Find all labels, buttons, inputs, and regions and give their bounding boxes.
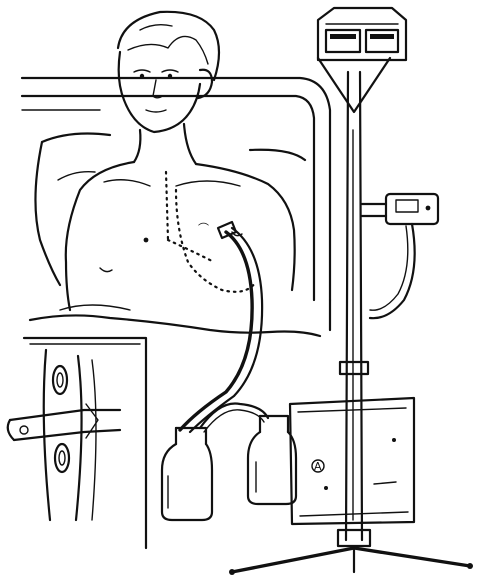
pillow	[35, 134, 305, 285]
patient-head	[118, 12, 219, 164]
drainage-stand	[229, 58, 473, 575]
suction-head-unit	[318, 8, 406, 60]
collection-bottle-left	[162, 428, 212, 520]
suction-regulator	[362, 194, 438, 318]
collection-bottle-right	[248, 416, 296, 504]
patient-torso	[30, 162, 320, 336]
insertion-mark: ⌒	[198, 222, 209, 235]
chest-wall-inset	[8, 338, 146, 548]
holder-marking: A	[314, 460, 322, 473]
bottle-connecting-tube	[200, 404, 268, 433]
bottle-holder-box: A	[290, 398, 414, 524]
